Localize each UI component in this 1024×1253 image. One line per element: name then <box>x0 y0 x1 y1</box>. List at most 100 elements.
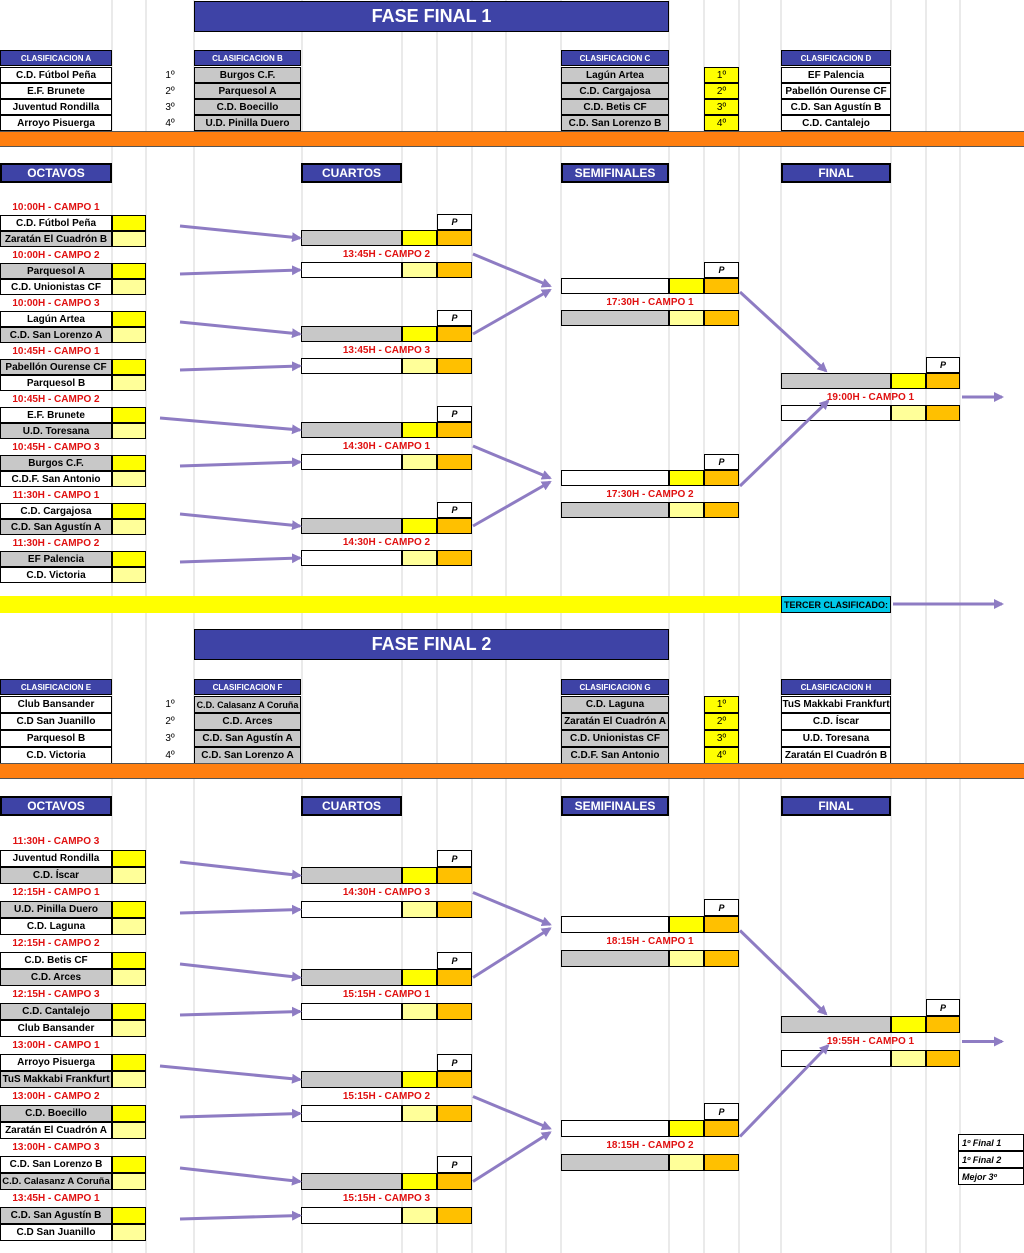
score-box[interactable] <box>402 867 437 884</box>
score-box[interactable] <box>112 551 146 567</box>
score-box[interactable] <box>112 969 146 986</box>
score-box[interactable] <box>112 407 146 423</box>
score-box[interactable] <box>112 423 146 439</box>
score-box[interactable] <box>112 1054 146 1071</box>
score-box[interactable] <box>402 262 437 278</box>
penalty-score-box[interactable] <box>926 1050 960 1067</box>
penalty-score-box[interactable] <box>926 405 960 421</box>
penalty-score-box[interactable] <box>437 262 472 278</box>
score-box[interactable] <box>112 503 146 519</box>
penalty-score-box[interactable] <box>437 358 472 374</box>
penalty-score-box[interactable] <box>437 518 472 534</box>
penalty-box[interactable]: P <box>437 310 472 326</box>
score-box[interactable] <box>112 918 146 935</box>
score-box[interactable] <box>112 850 146 867</box>
score-box[interactable] <box>669 310 704 326</box>
penalty-score-box[interactable] <box>704 470 739 486</box>
score-box[interactable] <box>891 1050 926 1067</box>
penalty-box[interactable]: P <box>704 262 739 278</box>
penalty-score-box[interactable] <box>437 969 472 986</box>
score-box[interactable] <box>402 901 437 918</box>
penalty-score-box[interactable] <box>704 278 739 294</box>
penalty-score-box[interactable] <box>437 1207 472 1224</box>
penalty-score-box[interactable] <box>437 1003 472 1020</box>
penalty-box[interactable]: P <box>437 406 472 422</box>
penalty-score-box[interactable] <box>704 1120 739 1137</box>
score-box[interactable] <box>112 471 146 487</box>
score-box[interactable] <box>112 1122 146 1139</box>
penalty-box[interactable]: P <box>437 502 472 518</box>
penalty-score-box[interactable] <box>437 901 472 918</box>
score-box[interactable] <box>402 454 437 470</box>
penalty-score-box[interactable] <box>926 373 960 389</box>
penalty-score-box[interactable] <box>437 1071 472 1088</box>
score-box[interactable] <box>112 359 146 375</box>
score-box[interactable] <box>891 1016 926 1033</box>
score-box[interactable] <box>402 1003 437 1020</box>
score-box[interactable] <box>112 263 146 279</box>
score-box[interactable] <box>112 952 146 969</box>
score-box[interactable] <box>112 567 146 583</box>
penalty-score-box[interactable] <box>437 326 472 342</box>
penalty-score-box[interactable] <box>437 1105 472 1122</box>
penalty-box[interactable]: P <box>437 214 472 230</box>
penalty-score-box[interactable] <box>704 950 739 967</box>
penalty-score-box[interactable] <box>704 916 739 933</box>
penalty-score-box[interactable] <box>437 454 472 470</box>
score-box[interactable] <box>112 215 146 231</box>
penalty-box[interactable]: P <box>704 454 739 470</box>
score-box[interactable] <box>112 311 146 327</box>
score-box[interactable] <box>669 502 704 518</box>
score-box[interactable] <box>402 326 437 342</box>
score-box[interactable] <box>112 455 146 471</box>
score-box[interactable] <box>669 1120 704 1137</box>
penalty-score-box[interactable] <box>704 1154 739 1171</box>
penalty-score-box[interactable] <box>704 502 739 518</box>
penalty-box[interactable]: P <box>437 1156 472 1173</box>
score-box[interactable] <box>112 901 146 918</box>
score-box[interactable] <box>112 1071 146 1088</box>
penalty-score-box[interactable] <box>926 1016 960 1033</box>
score-box[interactable] <box>402 230 437 246</box>
score-box[interactable] <box>112 375 146 391</box>
penalty-box[interactable]: P <box>437 1054 472 1071</box>
score-box[interactable] <box>891 405 926 421</box>
penalty-score-box[interactable] <box>437 422 472 438</box>
penalty-score-box[interactable] <box>437 550 472 566</box>
score-box[interactable] <box>112 279 146 295</box>
penalty-box[interactable]: P <box>437 850 472 867</box>
score-box[interactable] <box>402 1173 437 1190</box>
score-box[interactable] <box>402 550 437 566</box>
score-box[interactable] <box>402 358 437 374</box>
score-box[interactable] <box>402 422 437 438</box>
score-box[interactable] <box>112 1003 146 1020</box>
score-box[interactable] <box>669 916 704 933</box>
penalty-score-box[interactable] <box>437 867 472 884</box>
score-box[interactable] <box>112 1020 146 1037</box>
score-box[interactable] <box>669 470 704 486</box>
score-box[interactable] <box>112 1224 146 1241</box>
score-box[interactable] <box>402 518 437 534</box>
score-box[interactable] <box>669 278 704 294</box>
score-box[interactable] <box>112 1105 146 1122</box>
score-box[interactable] <box>112 1207 146 1224</box>
score-box[interactable] <box>112 519 146 535</box>
penalty-box[interactable]: P <box>704 899 739 916</box>
score-box[interactable] <box>402 1207 437 1224</box>
score-box[interactable] <box>112 327 146 343</box>
penalty-box[interactable]: P <box>437 952 472 969</box>
penalty-box[interactable]: P <box>926 999 960 1016</box>
score-box[interactable] <box>402 969 437 986</box>
score-box[interactable] <box>669 1154 704 1171</box>
score-box[interactable] <box>891 373 926 389</box>
penalty-score-box[interactable] <box>437 1173 472 1190</box>
penalty-box[interactable]: P <box>926 357 960 373</box>
score-box[interactable] <box>112 1156 146 1173</box>
score-box[interactable] <box>112 231 146 247</box>
score-box[interactable] <box>669 950 704 967</box>
penalty-score-box[interactable] <box>704 310 739 326</box>
score-box[interactable] <box>112 1173 146 1190</box>
penalty-score-box[interactable] <box>437 230 472 246</box>
score-box[interactable] <box>402 1071 437 1088</box>
score-box[interactable] <box>112 867 146 884</box>
